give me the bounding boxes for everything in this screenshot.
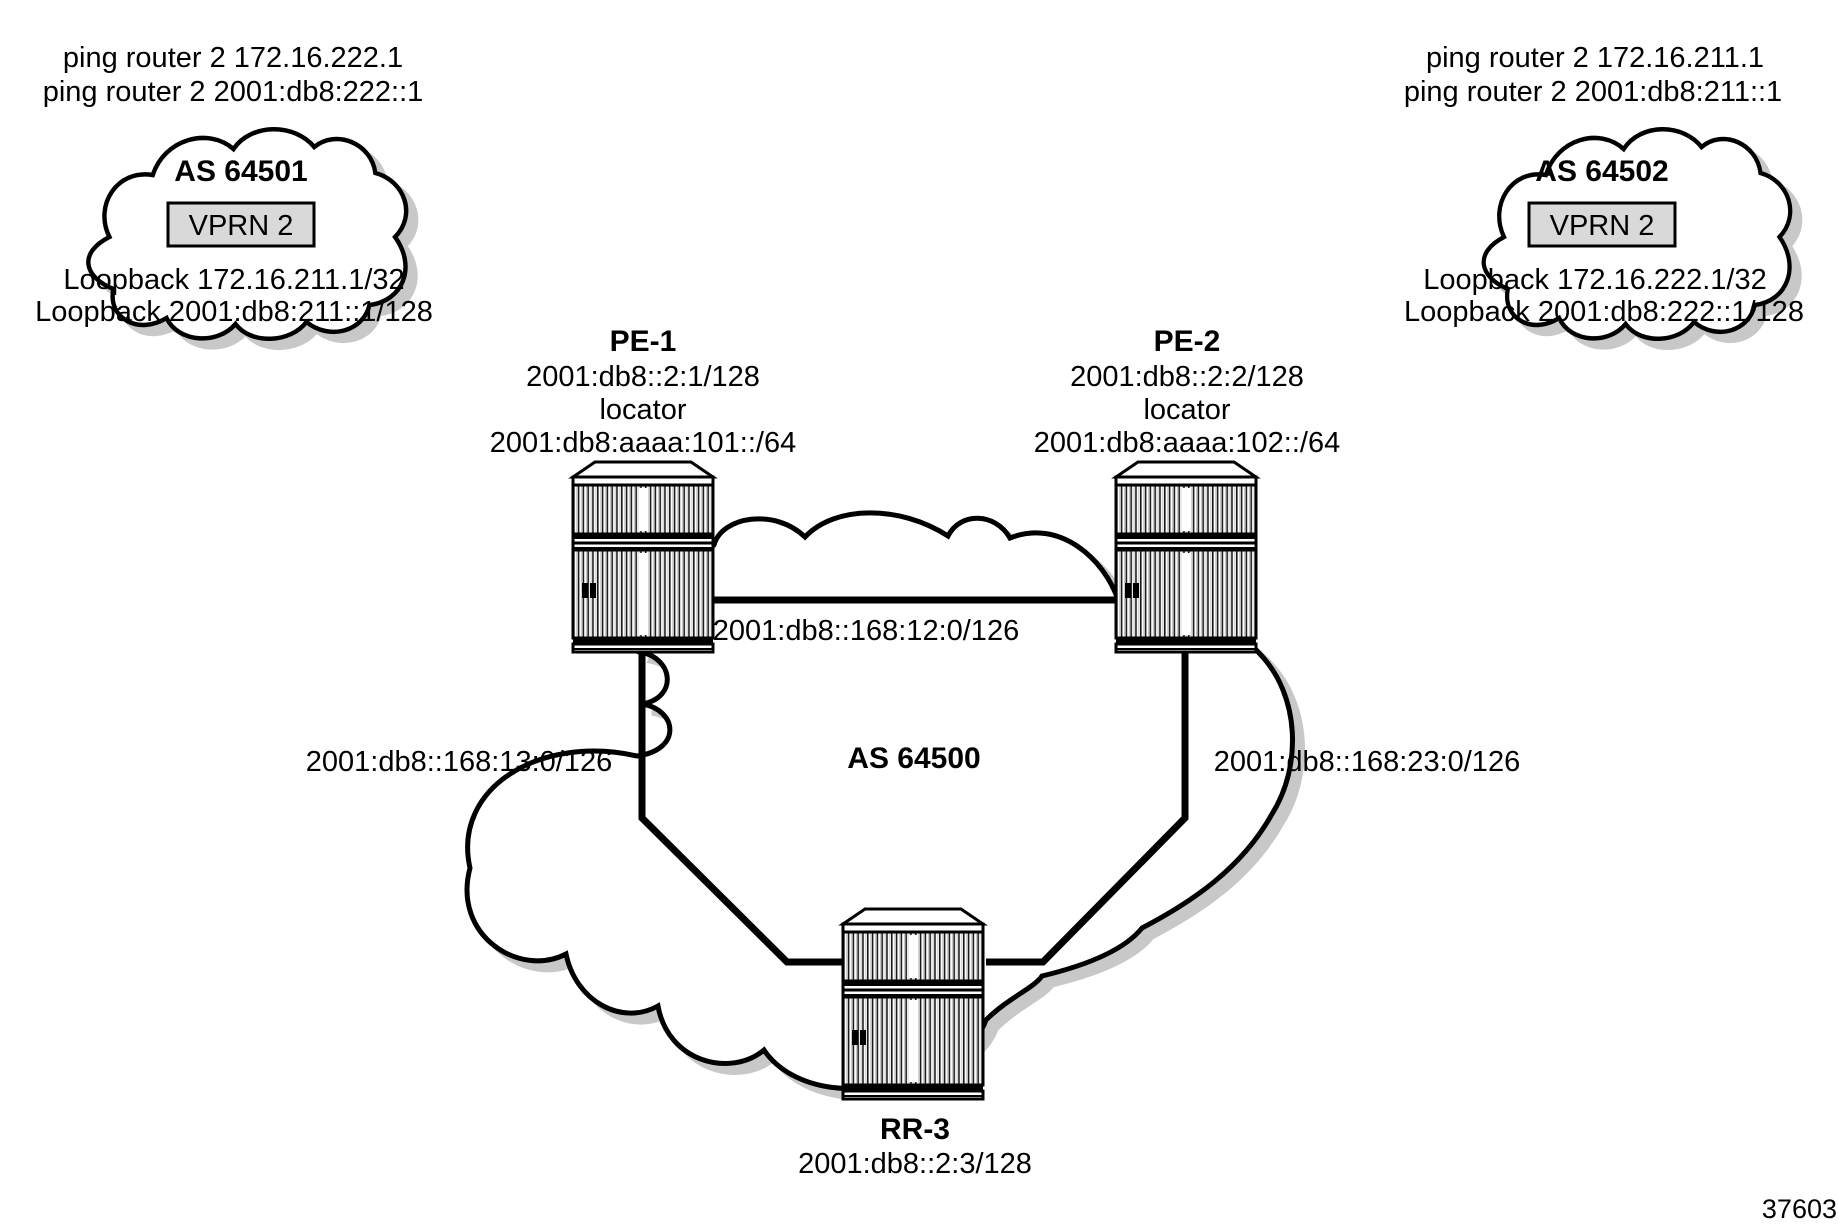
left-vprn-label: VPRN 2 <box>189 210 294 242</box>
link-pe1-rr3 <box>638 652 843 966</box>
pe2-router-icon <box>1114 460 1258 654</box>
link-pe1-pe2-label: 2001:db8::168:12:0/126 <box>713 615 1019 647</box>
as64502-texts: ping router 2 172.16.211.1 ping router 2… <box>1404 42 1804 328</box>
link-pe1-rr3-label: 2001:db8::168:13:0/126 <box>306 746 612 778</box>
pe1-label-block: PE-1 2001:db8::2:1/128 locator 2001:db8:… <box>490 325 796 459</box>
rr3-label-block: RR-3 2001:db8::2:3/128 <box>798 1113 1032 1180</box>
as64502-label: AS 64502 <box>1535 155 1668 188</box>
pe1-name: PE-1 <box>610 325 677 358</box>
right-ping-line-1: ping router 2 172.16.211.1 <box>1426 42 1764 74</box>
pe2-name: PE-2 <box>1154 325 1221 358</box>
left-ping-line-1: ping router 2 172.16.222.1 <box>63 42 403 74</box>
left-vprn-box <box>166 201 316 248</box>
right-loopback-2: Loopback 2001:db8:222::1/128 <box>1404 296 1804 328</box>
link-pe2-rr3 <box>986 652 1189 966</box>
pe2-system-address: 2001:db8::2:2/128 <box>1070 361 1304 393</box>
left-loopback-2: Loopback 2001:db8:211::1/128 <box>35 296 433 328</box>
pe1-locator-value: 2001:db8:aaaa:101::/64 <box>490 427 796 459</box>
pe2-label-block: PE-2 2001:db8::2:2/128 locator 2001:db8:… <box>1034 325 1340 459</box>
pe2-locator-value: 2001:db8:aaaa:102::/64 <box>1034 427 1340 459</box>
as64501-label: AS 64501 <box>174 155 307 188</box>
pe2-locator-caption: locator <box>1143 394 1230 426</box>
figure-number: 37603 <box>1762 1194 1837 1224</box>
as64501-texts: ping router 2 172.16.222.1 ping router 2… <box>35 42 433 328</box>
right-vprn-label: VPRN 2 <box>1550 210 1655 242</box>
rr3-router-icon <box>841 907 985 1101</box>
as64500-label: AS 64500 <box>847 742 980 775</box>
pe1-locator-caption: locator <box>599 394 686 426</box>
rr3-name: RR-3 <box>880 1113 950 1146</box>
right-vprn-box <box>1527 201 1677 248</box>
left-ping-line-2: ping router 2 2001:db8:222::1 <box>43 76 424 108</box>
pe1-router-icon <box>571 460 715 654</box>
right-ping-line-2: ping router 2 2001:db8:211::1 <box>1404 76 1782 108</box>
right-loopback-1: Loopback 172.16.222.1/32 <box>1423 264 1766 296</box>
rr3-system-address: 2001:db8::2:3/128 <box>798 1148 1032 1180</box>
link-pe2-rr3-label: 2001:db8::168:23:0/126 <box>1214 746 1520 778</box>
pe1-system-address: 2001:db8::2:1/128 <box>526 361 760 393</box>
left-loopback-1: Loopback 172.16.211.1/32 <box>63 264 404 296</box>
